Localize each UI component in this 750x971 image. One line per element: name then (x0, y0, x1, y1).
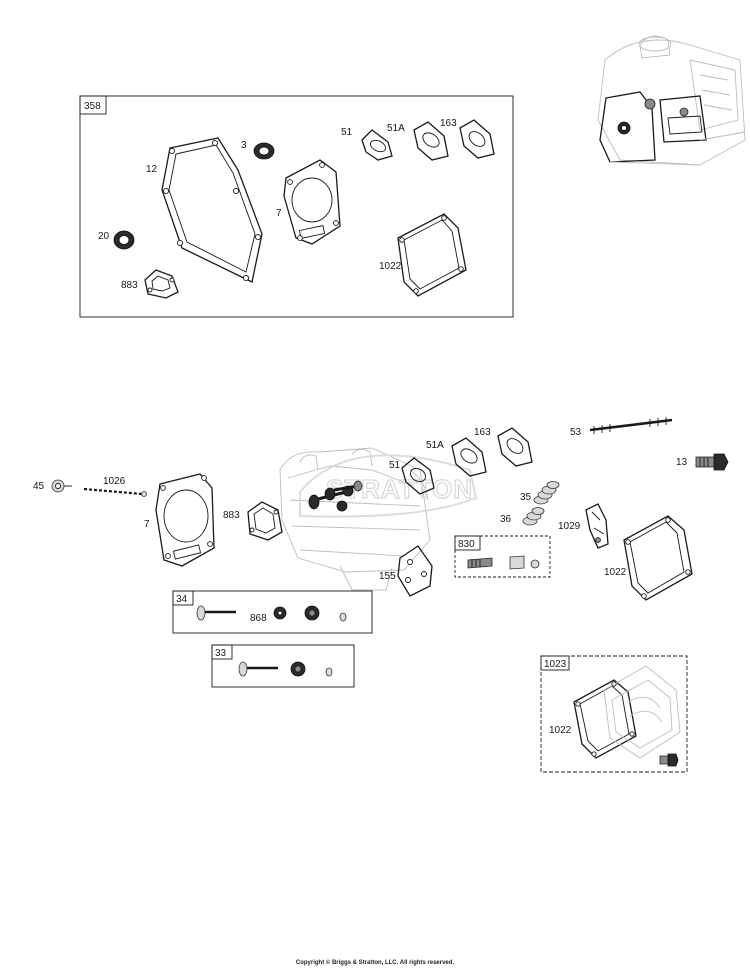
head-gasket-main (155, 473, 215, 567)
head-gasket (283, 159, 341, 245)
spring-36 (522, 507, 545, 526)
label-51a-box: 51A (387, 123, 405, 134)
engine-thumbnail (597, 35, 746, 166)
valve-cover-gasket (623, 515, 693, 601)
valve-kit-33-box: 33 (211, 644, 355, 688)
label-20: 20 (98, 231, 110, 242)
label-51a: 51A (426, 440, 444, 451)
crankcase-gasket (161, 137, 263, 283)
label-1023: 1023 (544, 659, 567, 670)
washer-45 (51, 479, 72, 493)
cylinder-head-assembly: STRATTON (279, 447, 478, 591)
gasket-51a-box (413, 121, 449, 161)
bolt-13 (695, 453, 729, 471)
spring-35 (533, 481, 560, 505)
valve-cover-kit-1023-box: 1023 (540, 655, 688, 773)
label-12: 12 (146, 164, 158, 175)
gasket-51a (451, 437, 487, 477)
kit-830-box: 830 (454, 535, 551, 578)
oil-seal-20 (113, 230, 135, 250)
label-7: 7 (144, 519, 150, 530)
label-36: 36 (500, 514, 512, 525)
copyright-notice: Copyright © Briggs & Stratton, LLC. All … (295, 960, 455, 966)
label-35: 35 (520, 492, 532, 503)
valve-cover-gasket-box (397, 213, 467, 297)
gasket-51 (401, 457, 435, 495)
label-830: 830 (458, 539, 475, 550)
label-51-box: 51 (341, 127, 353, 138)
gasket-set-box: 358 12 3 7 (79, 95, 514, 318)
label-883-box: 883 (121, 280, 138, 291)
label-13: 13 (676, 457, 688, 468)
label-3: 3 (241, 140, 247, 151)
label-51: 51 (389, 460, 401, 471)
label-33: 33 (215, 648, 227, 659)
label-155: 155 (379, 571, 396, 582)
label-53: 53 (570, 427, 582, 438)
label-7-box: 7 (276, 208, 282, 219)
gasket-883 (247, 501, 283, 541)
label-163-box: 163 (440, 118, 457, 129)
label-1022: 1022 (604, 567, 627, 578)
stud-53 (589, 417, 673, 434)
oil-seal-3 (253, 142, 275, 160)
label-1023-1022: 1022 (549, 725, 572, 736)
gasket-51-box (361, 129, 393, 161)
label-868: 868 (250, 613, 267, 624)
gasket-163 (497, 427, 533, 467)
gasket-163-box (459, 119, 495, 159)
rocker-arm-1029 (585, 503, 609, 549)
label-1029: 1029 (558, 521, 581, 532)
label-34: 34 (176, 594, 188, 605)
gasket-883-box (144, 269, 179, 299)
installed-valves (308, 480, 363, 512)
label-163: 163 (474, 427, 491, 438)
label-883: 883 (223, 510, 240, 521)
guide-plate-155 (397, 545, 433, 597)
valve-kit-34-box: 34 (172, 590, 373, 634)
dowel-pin-1026 (83, 487, 147, 497)
box-358-label: 358 (84, 101, 101, 112)
label-1022-box: 1022 (379, 261, 402, 272)
label-1026: 1026 (103, 476, 126, 487)
label-45: 45 (33, 481, 45, 492)
